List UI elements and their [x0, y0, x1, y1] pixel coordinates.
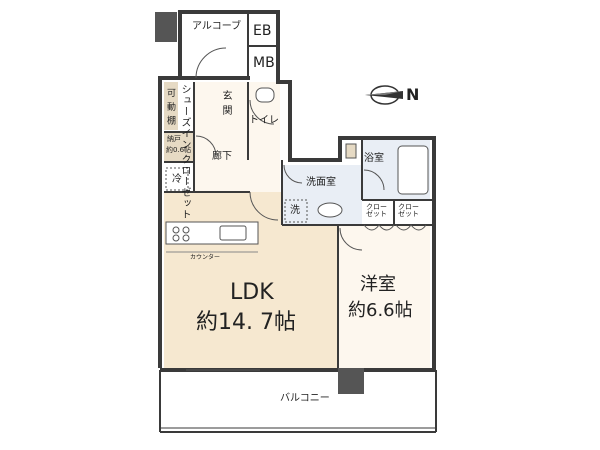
bathtub	[397, 145, 429, 195]
washroom-label: 洗面室	[306, 177, 336, 188]
pillar	[155, 12, 177, 42]
washroom-floor	[282, 165, 362, 225]
bath-panel	[345, 143, 357, 159]
storage-size-label: 約0.6帖	[166, 146, 192, 154]
kitchen-sink	[219, 225, 247, 241]
shoes-closet-label: シューズイン クローゼット	[179, 84, 190, 221]
ldk-size-label: 約14. 7帖	[196, 310, 296, 335]
western-label: 洋室	[360, 274, 396, 295]
western-door	[339, 227, 363, 251]
compass-icon	[365, 85, 403, 105]
counter-label: カウンター	[190, 254, 221, 261]
stove-burner	[182, 234, 190, 242]
kitchen-counter	[165, 221, 259, 245]
shelf-floor	[164, 82, 178, 130]
closet-door-b	[395, 224, 427, 231]
pillar-south	[338, 368, 364, 394]
toilet-bowl	[255, 87, 275, 103]
ldk-label: LDK	[230, 280, 274, 305]
storage-label: 納戸	[167, 135, 181, 143]
wash-basin	[317, 202, 343, 218]
movable-shelf-label: 可 動 棚	[165, 88, 175, 126]
washer-label: 洗	[290, 205, 300, 216]
eb-label: EB	[253, 23, 272, 39]
entrance-door	[195, 47, 227, 79]
balcony-label: バルコニー	[280, 393, 330, 404]
bath-label: 浴室	[364, 153, 384, 164]
storage-floor	[164, 132, 194, 162]
entrance-label: 玄 関	[220, 90, 231, 117]
bath-door	[363, 169, 385, 191]
compass-north-label: N	[406, 85, 420, 104]
mb-label: MB	[253, 55, 275, 71]
fridge-label: 冷	[172, 174, 182, 185]
toilet-door	[249, 99, 275, 125]
toilet-wall	[276, 78, 436, 368]
closet-door-a	[363, 224, 395, 231]
hall-door	[195, 135, 217, 157]
closet-a-label: クロー ゼット	[366, 203, 387, 218]
outer-wall	[158, 76, 250, 368]
western-size-label: 約6.6帖	[348, 300, 413, 321]
stove-burner	[182, 226, 190, 234]
fridge-box	[165, 167, 189, 191]
washer-box	[284, 199, 308, 223]
closet-b-label: クロー ゼット	[398, 203, 419, 218]
stove-burner	[172, 234, 180, 242]
alcove-label: アルコーブ	[192, 21, 242, 32]
stove-burner	[172, 226, 180, 234]
toilet-label: トイレ	[249, 115, 279, 126]
western-floor	[338, 225, 430, 368]
wash-door	[283, 164, 303, 184]
ldk-door	[249, 191, 279, 221]
hallway-label: 廊下	[212, 151, 232, 162]
